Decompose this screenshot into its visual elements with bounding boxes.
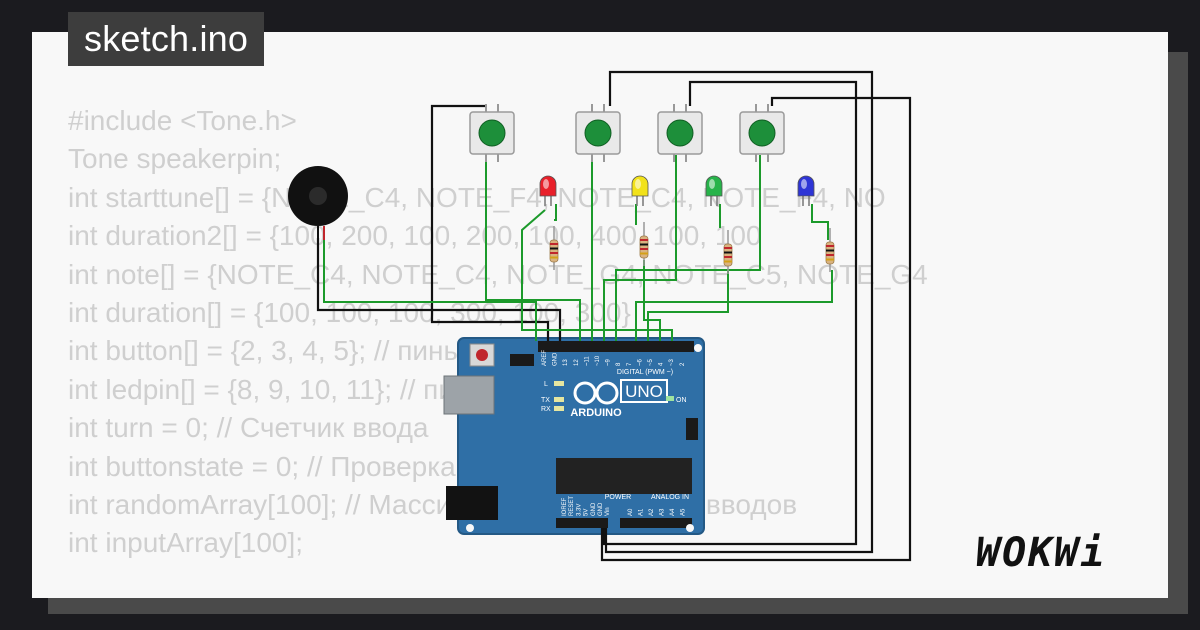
push-button [575, 104, 621, 162]
code-line: int inputArray[100]; [68, 527, 304, 559]
pin-label: A0 [628, 508, 634, 516]
code-line: #include <Tone.h> [68, 105, 297, 136]
pin-label: A5 [681, 508, 687, 516]
pin-label: ~3 [669, 358, 675, 366]
resistor [723, 230, 733, 274]
mount-hole [466, 524, 474, 532]
pin-label: ~6 [637, 358, 643, 366]
black-wires [316, 70, 912, 562]
icsp-header-top [510, 354, 534, 366]
pin-label: A1 [639, 508, 645, 516]
pin-label: 5V [584, 509, 590, 516]
on-label: ON [676, 397, 687, 404]
usb-connector [443, 375, 495, 415]
pin-label: 3.3V [576, 504, 582, 516]
led-l-label: L [544, 381, 548, 388]
board-model-label: UNO [625, 382, 663, 401]
led-yellow [631, 175, 649, 206]
pin-label: 8 [616, 362, 622, 366]
pin-label: 12 [574, 359, 580, 366]
led-rx-label: RX [541, 406, 551, 413]
analog-pin-labels: A0 A1 A2 A3 A4 A5 [628, 508, 687, 516]
power-header [556, 518, 608, 528]
resistor [549, 226, 559, 270]
mount-hole [686, 524, 694, 532]
resistor [639, 222, 649, 266]
digital-label: DIGITAL (PWM ~) [617, 369, 673, 376]
pin-label: AREF [542, 350, 548, 366]
pin-label: A3 [660, 508, 666, 516]
pin-label: IOREF [562, 497, 568, 516]
push-button [657, 104, 703, 162]
power-label: POWER [605, 494, 631, 501]
arduino-uno-board: UNO ARDUINO DIGITAL (PWM ~) ANALOG IN PO… [443, 337, 705, 535]
power-jack [446, 486, 498, 520]
leds [539, 175, 815, 206]
infinity-logo-left [573, 381, 597, 405]
pin-label: 4 [659, 362, 665, 366]
pin-label: ~9 [606, 358, 612, 366]
led-red [539, 175, 557, 206]
atmega-chip [556, 458, 692, 494]
pin-label: 2 [680, 362, 686, 366]
on-led [666, 396, 674, 401]
push-button [469, 104, 515, 162]
infinity-logo-right [595, 381, 619, 405]
code-line: Tone speakerpin; [68, 143, 282, 175]
pin-label: A2 [649, 508, 655, 516]
wokwi-logo: WOKWi [976, 530, 1107, 576]
pin-label: GND [591, 502, 597, 516]
green-wires [323, 155, 833, 341]
led-l [554, 381, 564, 386]
resistors [549, 222, 835, 274]
pin-label: Vin [605, 507, 611, 516]
sketch-filename: sketch.ino [68, 12, 265, 66]
pin-label: ~11 [584, 356, 590, 366]
code-line: int note[] = {NOTE_C4, NOTE_C4, NOTE_G4,… [68, 258, 928, 290]
led-green [705, 175, 723, 206]
push-buttons [469, 104, 785, 162]
pin-label: A4 [670, 508, 676, 516]
pin-label: GND [598, 502, 604, 516]
pin-label: RESET [569, 496, 575, 516]
reset-button-cap [476, 349, 488, 361]
digital-header [538, 341, 694, 352]
pin-label: 13 [563, 359, 569, 366]
pin-label: ~5 [648, 358, 654, 366]
led-tx-label: TX [541, 397, 550, 404]
digital-pin-labels: AREF GND 13 12 ~11 ~10 ~9 8 7 ~6 ~5 4 ~3 2 [542, 350, 686, 366]
code-line: int turn = 0; // Счетчик ввода [68, 412, 429, 444]
icsp-header-right [686, 418, 698, 440]
mount-hole [694, 344, 702, 352]
pin-label: GND [553, 352, 559, 366]
uno-badge [620, 379, 668, 403]
led-blue [797, 175, 815, 206]
analog-header [620, 518, 692, 528]
piezo-buzzer [288, 166, 348, 240]
pin-label: 7 [627, 362, 633, 366]
pin-label: ~10 [595, 355, 601, 366]
led-rx [554, 406, 564, 411]
buzzer-center [309, 187, 327, 205]
board-name-label: ARDUINO [570, 407, 622, 419]
push-button [739, 104, 785, 162]
resistor [825, 228, 835, 272]
analog-label: ANALOG IN [651, 494, 689, 501]
led-tx [554, 397, 564, 402]
